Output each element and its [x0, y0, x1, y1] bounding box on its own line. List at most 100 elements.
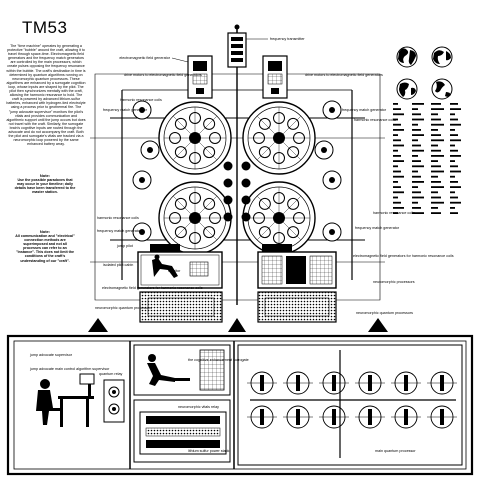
equation-glyph [431, 134, 441, 136]
label-frequency-match-left-mid: frequency match generator [97, 229, 142, 233]
qubit-chamber [319, 371, 349, 395]
label-frequency-match-right-top: frequency match generator [342, 108, 387, 112]
equation-glyph [431, 191, 438, 194]
globe-icon [396, 78, 418, 100]
equation-glyph [412, 186, 418, 188]
equation-glyph [412, 108, 418, 110]
label-isolated-pilot-cabin: isolated pilot cabin [103, 263, 133, 267]
equation-glyph [431, 196, 441, 199]
equation-glyph [412, 149, 424, 152]
equation-glyph [393, 123, 401, 126]
equation-glyph [412, 181, 424, 183]
base-supports [88, 318, 388, 332]
craft-hull [90, 40, 385, 305]
isolated-pilot-cabin [137, 244, 223, 289]
neuromorphic-processor-right [257, 291, 337, 323]
equation-glyph [450, 155, 461, 157]
equation-glyph [450, 170, 461, 173]
equation-glyph [431, 118, 441, 121]
equation-glyph [450, 165, 458, 168]
label-frequency-match-right-mid: frequency match generator [355, 226, 400, 230]
equation-glyph [393, 181, 398, 183]
frequency-transmitter [227, 24, 247, 68]
harmonic-resonance-coil [158, 101, 232, 175]
label-neuromorphic-right: neuromorphic processors [373, 280, 415, 284]
ground-station [6, 334, 474, 476]
equation-glyph [431, 201, 444, 204]
equation-glyph [412, 207, 421, 209]
label-neuromorphic-relay: neuromorphic vitals relay [178, 405, 219, 409]
note1-text: Use the possible paradoxes that may occu… [14, 178, 76, 195]
equation-glyph [450, 207, 455, 209]
equation-glyph [412, 118, 424, 121]
label-main-quantum-processor: main quantum processor [375, 449, 416, 453]
equation-glyph [431, 170, 444, 173]
equation-glyph [450, 191, 455, 194]
frequency-match-coil [322, 100, 342, 120]
equation-glyph [393, 191, 404, 194]
intro-paragraph: The "time machine" operates by generatin… [6, 44, 86, 147]
note2-text: All communication and "electrical" conne… [15, 234, 75, 263]
equation-glyph [412, 160, 421, 162]
equation-glyph [393, 170, 401, 173]
equation-glyph [431, 139, 444, 142]
equation-glyph [393, 113, 404, 116]
harmonic-resonance-coil [242, 101, 316, 175]
equation-glyph [412, 103, 424, 105]
equation-glyph [393, 149, 398, 152]
globe-icon [396, 46, 418, 68]
equation-glyph [412, 139, 418, 142]
label-em-generators-left: electromagnetic field generators for har… [102, 286, 203, 290]
qubit-chamber [247, 371, 277, 395]
globe-icon [431, 78, 453, 100]
equation-glyph [393, 103, 398, 105]
equation-glyph [412, 123, 418, 126]
equation-glyph [431, 155, 444, 157]
equation-glyph [412, 170, 418, 173]
label-em-field-generator-top: electromagnetic field generator [119, 56, 170, 60]
harmonic-resonance-coil [158, 181, 232, 255]
label-drive-motors-left: drive motors to electromagnetic field ge… [124, 73, 202, 77]
equation-glyph [412, 191, 421, 194]
label-frequency-transmitter: frequency transmitter [270, 37, 305, 41]
equation-glyph [393, 207, 404, 209]
equation-glyph [393, 144, 404, 147]
note1-title: Note: [39, 173, 51, 178]
frequency-match-coil [140, 140, 160, 160]
label-neuromorphic-left: neuromorphic quantum processors [95, 306, 152, 310]
equation-glyph [450, 149, 458, 152]
equation-glyph [431, 212, 441, 214]
em-field-generator-left [187, 55, 213, 99]
label-jump-advocate-station: jump advocate main control algorithm sup… [29, 367, 110, 371]
equation-glyph [412, 212, 424, 214]
qubit-chamber [283, 405, 313, 429]
equation-glyph [450, 196, 458, 199]
equation-glyph [393, 175, 404, 178]
frequency-match-generators [132, 100, 342, 242]
page-title: TM53 [22, 18, 68, 37]
equation-glyph [431, 186, 444, 188]
equation-glyph [450, 134, 458, 136]
equation-glyph [431, 207, 438, 209]
equation-glyph [412, 113, 421, 116]
equation-glyph [431, 108, 444, 110]
equation-glyph [393, 212, 398, 214]
em-field-generator-cabin-right [257, 244, 337, 289]
quantum-relay [103, 379, 125, 423]
main-quantum-processor [247, 350, 457, 458]
equation-glyph [412, 196, 424, 199]
monitor-icon [189, 261, 209, 277]
label-surrogate-brain: the cognitive enhancement surrogate [188, 358, 249, 362]
label-harmonic-resonance-right-top: harmonic resonance coils [354, 118, 396, 122]
frequency-match-coil [314, 140, 334, 160]
label-em-generators-right: electromagnetic field generators for har… [353, 254, 454, 258]
equation-glyph [412, 155, 418, 157]
equation-glyph [431, 175, 438, 178]
globe-icon [431, 46, 453, 68]
equation-glyph [412, 144, 421, 147]
equation-glyph [393, 129, 404, 131]
qubit-chamber [355, 371, 385, 395]
equation-glyph [393, 139, 401, 142]
